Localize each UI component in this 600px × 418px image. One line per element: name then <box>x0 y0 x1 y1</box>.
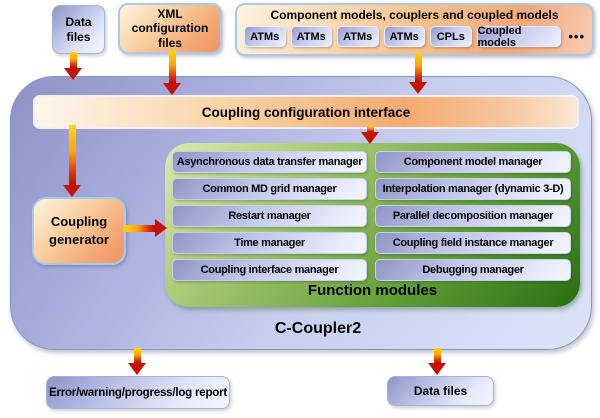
module-coupling-interface-manager: Coupling interface manager <box>172 259 367 281</box>
coupling-configuration-interface-bar: Coupling configuration interface <box>33 95 579 129</box>
atm-model-box: ATMs <box>244 26 286 47</box>
arrow-head-down-icon <box>63 185 81 197</box>
arrow-shaft <box>433 348 441 363</box>
function-modules-title: Function modules <box>307 282 438 299</box>
atm-model-box: ATMs <box>337 26 379 47</box>
data-files-output-box: Data files <box>387 376 494 406</box>
arrow-head-down-icon <box>64 68 82 80</box>
arrow-head-down-icon <box>163 83 181 95</box>
module-time-manager: Time manager <box>172 232 367 254</box>
xml-configuration-files-box: XML configuration files <box>118 3 222 54</box>
module-restart-manager: Restart manager <box>172 205 367 227</box>
module-coupling-field-instance-manager: Coupling field instance manager <box>375 232 571 254</box>
module-asynchronous-data-transfer-manager: Asynchronous data transfer manager <box>172 151 367 173</box>
arrow-generator-to-modules <box>123 219 167 237</box>
arrow-shaft <box>68 125 76 185</box>
function-modules-grid: Asynchronous data transfer manager Commo… <box>172 151 571 281</box>
ellipsis-more-models: ••• <box>568 29 585 44</box>
error-warning-progress-log-report-box: Error/warning/progress/log report <box>46 376 230 409</box>
arrow-head-right-icon <box>155 219 167 237</box>
module-component-model-manager: Component model manager <box>375 151 571 173</box>
arrow-interface-to-modules <box>361 125 379 144</box>
component-models-row: ATMs ATMs ATMs ATMs CPLs Coupled models … <box>237 22 592 49</box>
arrow-head-down-icon <box>361 132 379 144</box>
coupled-models-box: Coupled models <box>476 25 562 49</box>
arrow-shaft <box>168 50 176 83</box>
arrow-data-files-to-coupler <box>64 52 82 80</box>
arrow-coupler-to-data-files <box>428 348 446 375</box>
c-coupler2-title: C-Coupler2 <box>274 320 362 337</box>
arrow-xml-to-interface <box>163 50 181 95</box>
arrow-head-down-icon <box>409 82 427 94</box>
arrow-head-down-icon <box>128 363 146 375</box>
cpl-model-box: CPLs <box>430 26 472 47</box>
atm-model-box: ATMs <box>290 26 332 47</box>
module-interpolation-manager: Interpolation manager (dynamic 3-D) <box>375 178 571 200</box>
coupling-generator-box: Coupling generator <box>32 197 126 265</box>
module-parallel-decomposition-manager: Parallel decomposition manager <box>375 205 571 227</box>
component-models-title: Component models, couplers and coupled m… <box>270 8 559 22</box>
arrow-shaft <box>69 52 77 68</box>
arrow-shaft <box>414 52 422 82</box>
arrow-coupler-to-report <box>128 348 146 375</box>
arrow-shaft <box>133 348 141 363</box>
module-debugging-manager: Debugging manager <box>375 259 571 281</box>
component-models-container: Component models, couplers and coupled m… <box>235 3 594 56</box>
atm-model-box: ATMs <box>383 26 425 47</box>
arrow-interface-to-generator <box>63 125 81 197</box>
data-files-input-box: Data files <box>52 5 105 54</box>
arrow-shaft <box>123 224 155 232</box>
arrow-models-to-interface <box>409 52 427 94</box>
arrow-shaft <box>366 125 374 132</box>
arrow-head-down-icon <box>428 363 446 375</box>
module-common-md-grid-manager: Common MD grid manager <box>172 178 367 200</box>
